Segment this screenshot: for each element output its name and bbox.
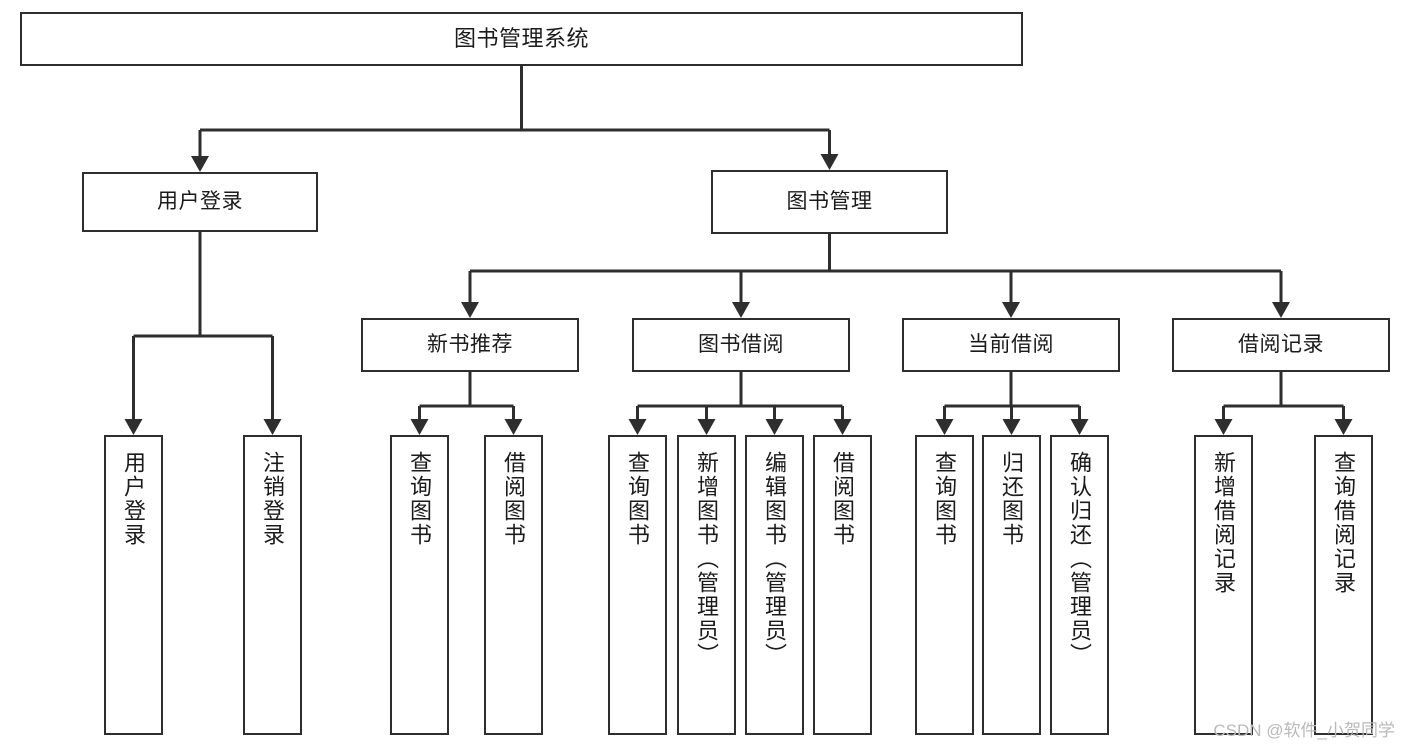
node-root[interactable]: 图书管理系统 — [20, 12, 1023, 66]
leaf-query-borrow-record[interactable]: 查询借阅记录 — [1314, 435, 1373, 735]
node-borrow-record[interactable]: 借阅记录 — [1172, 318, 1390, 372]
node-label: 借阅记录 — [1238, 333, 1324, 357]
node-label: 新书推荐 — [427, 333, 513, 357]
node-label: 图书管理系统 — [453, 25, 589, 51]
leaf-borrow-book-recommend[interactable]: 借阅图书 — [484, 435, 543, 735]
leaf-add-borrow-record[interactable]: 新增借阅记录 — [1194, 435, 1253, 735]
node-label: 查询图书 — [625, 451, 651, 547]
node-user-login[interactable]: 用户登录 — [82, 172, 318, 232]
node-label: 用户登录 — [157, 190, 243, 214]
watermark: CSDN @软件_小贺同学 — [1213, 721, 1395, 740]
node-label: 归还图书 — [999, 451, 1025, 547]
node-label: 查询借阅记录 — [1331, 451, 1357, 595]
node-current-borrow[interactable]: 当前借阅 — [902, 318, 1120, 372]
leaf-logout[interactable]: 注销登录 — [243, 435, 302, 735]
node-label: 查询图书 — [932, 451, 958, 547]
node-label: 编辑图书（管理员） — [762, 451, 788, 667]
node-label: 借阅图书 — [830, 451, 856, 547]
node-label: 借阅图书 — [501, 451, 527, 547]
leaf-borrow-book[interactable]: 借阅图书 — [813, 435, 872, 735]
node-new-book-recommend[interactable]: 新书推荐 — [361, 318, 579, 372]
leaf-edit-book-admin[interactable]: 编辑图书（管理员） — [745, 435, 804, 735]
leaf-return-book[interactable]: 归还图书 — [982, 435, 1041, 735]
leaf-query-book-current[interactable]: 查询图书 — [915, 435, 974, 735]
node-book-management[interactable]: 图书管理 — [711, 170, 948, 234]
node-label: 新增图书（管理员） — [694, 451, 720, 667]
node-label: 注销登录 — [260, 451, 286, 547]
node-label: 新增借阅记录 — [1211, 451, 1237, 595]
node-label: 用户登录 — [121, 451, 147, 547]
leaf-confirm-return-admin[interactable]: 确认归还（管理员） — [1050, 435, 1109, 735]
node-label: 确认归还（管理员） — [1067, 451, 1093, 667]
leaf-add-book-admin[interactable]: 新增图书（管理员） — [677, 435, 736, 735]
node-label: 当前借阅 — [968, 333, 1054, 357]
leaf-query-book-recommend[interactable]: 查询图书 — [390, 435, 449, 735]
node-book-borrow[interactable]: 图书借阅 — [632, 318, 850, 372]
leaf-user-login[interactable]: 用户登录 — [104, 435, 163, 735]
leaf-query-book[interactable]: 查询图书 — [608, 435, 667, 735]
node-label: 查询图书 — [407, 451, 433, 547]
node-label: 图书借阅 — [698, 333, 784, 357]
node-label: 图书管理 — [786, 190, 873, 214]
